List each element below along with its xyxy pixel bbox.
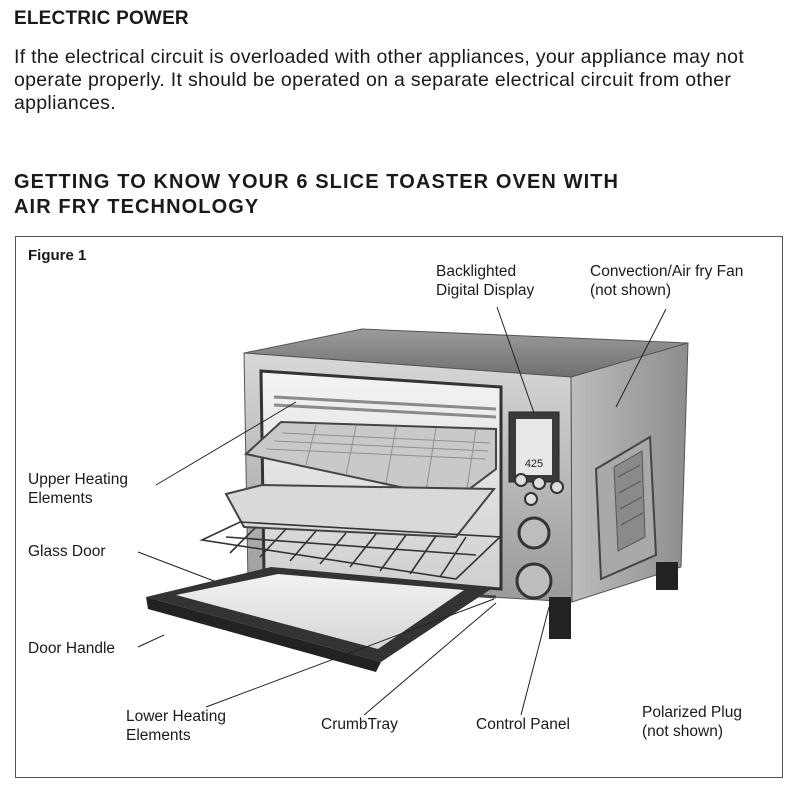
foot-right-front	[549, 597, 571, 639]
label-crumb-tray: CrumbTray	[321, 716, 398, 733]
glass-door	[146, 567, 494, 672]
leader-lines	[137, 306, 667, 716]
upper-heating-elements	[273, 395, 497, 419]
section-heading-electric-power: ELECTRIC POWER	[14, 8, 189, 29]
foot-right-back	[656, 562, 678, 590]
label-backlighted-display: Backlighted Digital Display	[436, 263, 535, 299]
heading-line-2: AIR FRY TECHNOLOGY	[14, 196, 260, 218]
heading-line-1: GETTING TO KNOW YOUR 6 SLICE TOASTER OVE…	[14, 171, 620, 193]
figure-title: Figure 1	[28, 247, 87, 264]
label-polarized-plug: Polarized Plug (not shown)	[642, 704, 742, 740]
label-lower-heating-elements: Lower Heating Elements	[126, 708, 226, 744]
control-panel: 425	[508, 411, 564, 600]
display-readout: 425	[525, 458, 543, 470]
figure-1-box: 425 Figure 1 Backligh	[15, 236, 783, 778]
toaster-oven-illustration: 425	[137, 306, 689, 716]
label-glass-door: Glass Door	[28, 543, 106, 560]
air-fry-basket	[243, 420, 497, 501]
label-upper-heating-elements: Upper Heating Elements	[28, 471, 128, 507]
electric-power-paragraph: If the electrical circuit is overloaded …	[14, 46, 745, 114]
side-vent	[594, 435, 658, 581]
section-heading-getting-to-know: GETTING TO KNOW YOUR 6 SLICE TOASTER OVE…	[14, 170, 619, 220]
wire-rack	[199, 521, 502, 580]
label-convection-fan: Convection/Air fry Fan (not shown)	[590, 263, 744, 299]
label-door-handle: Door Handle	[28, 640, 116, 657]
label-control-panel: Control Panel	[476, 716, 570, 733]
